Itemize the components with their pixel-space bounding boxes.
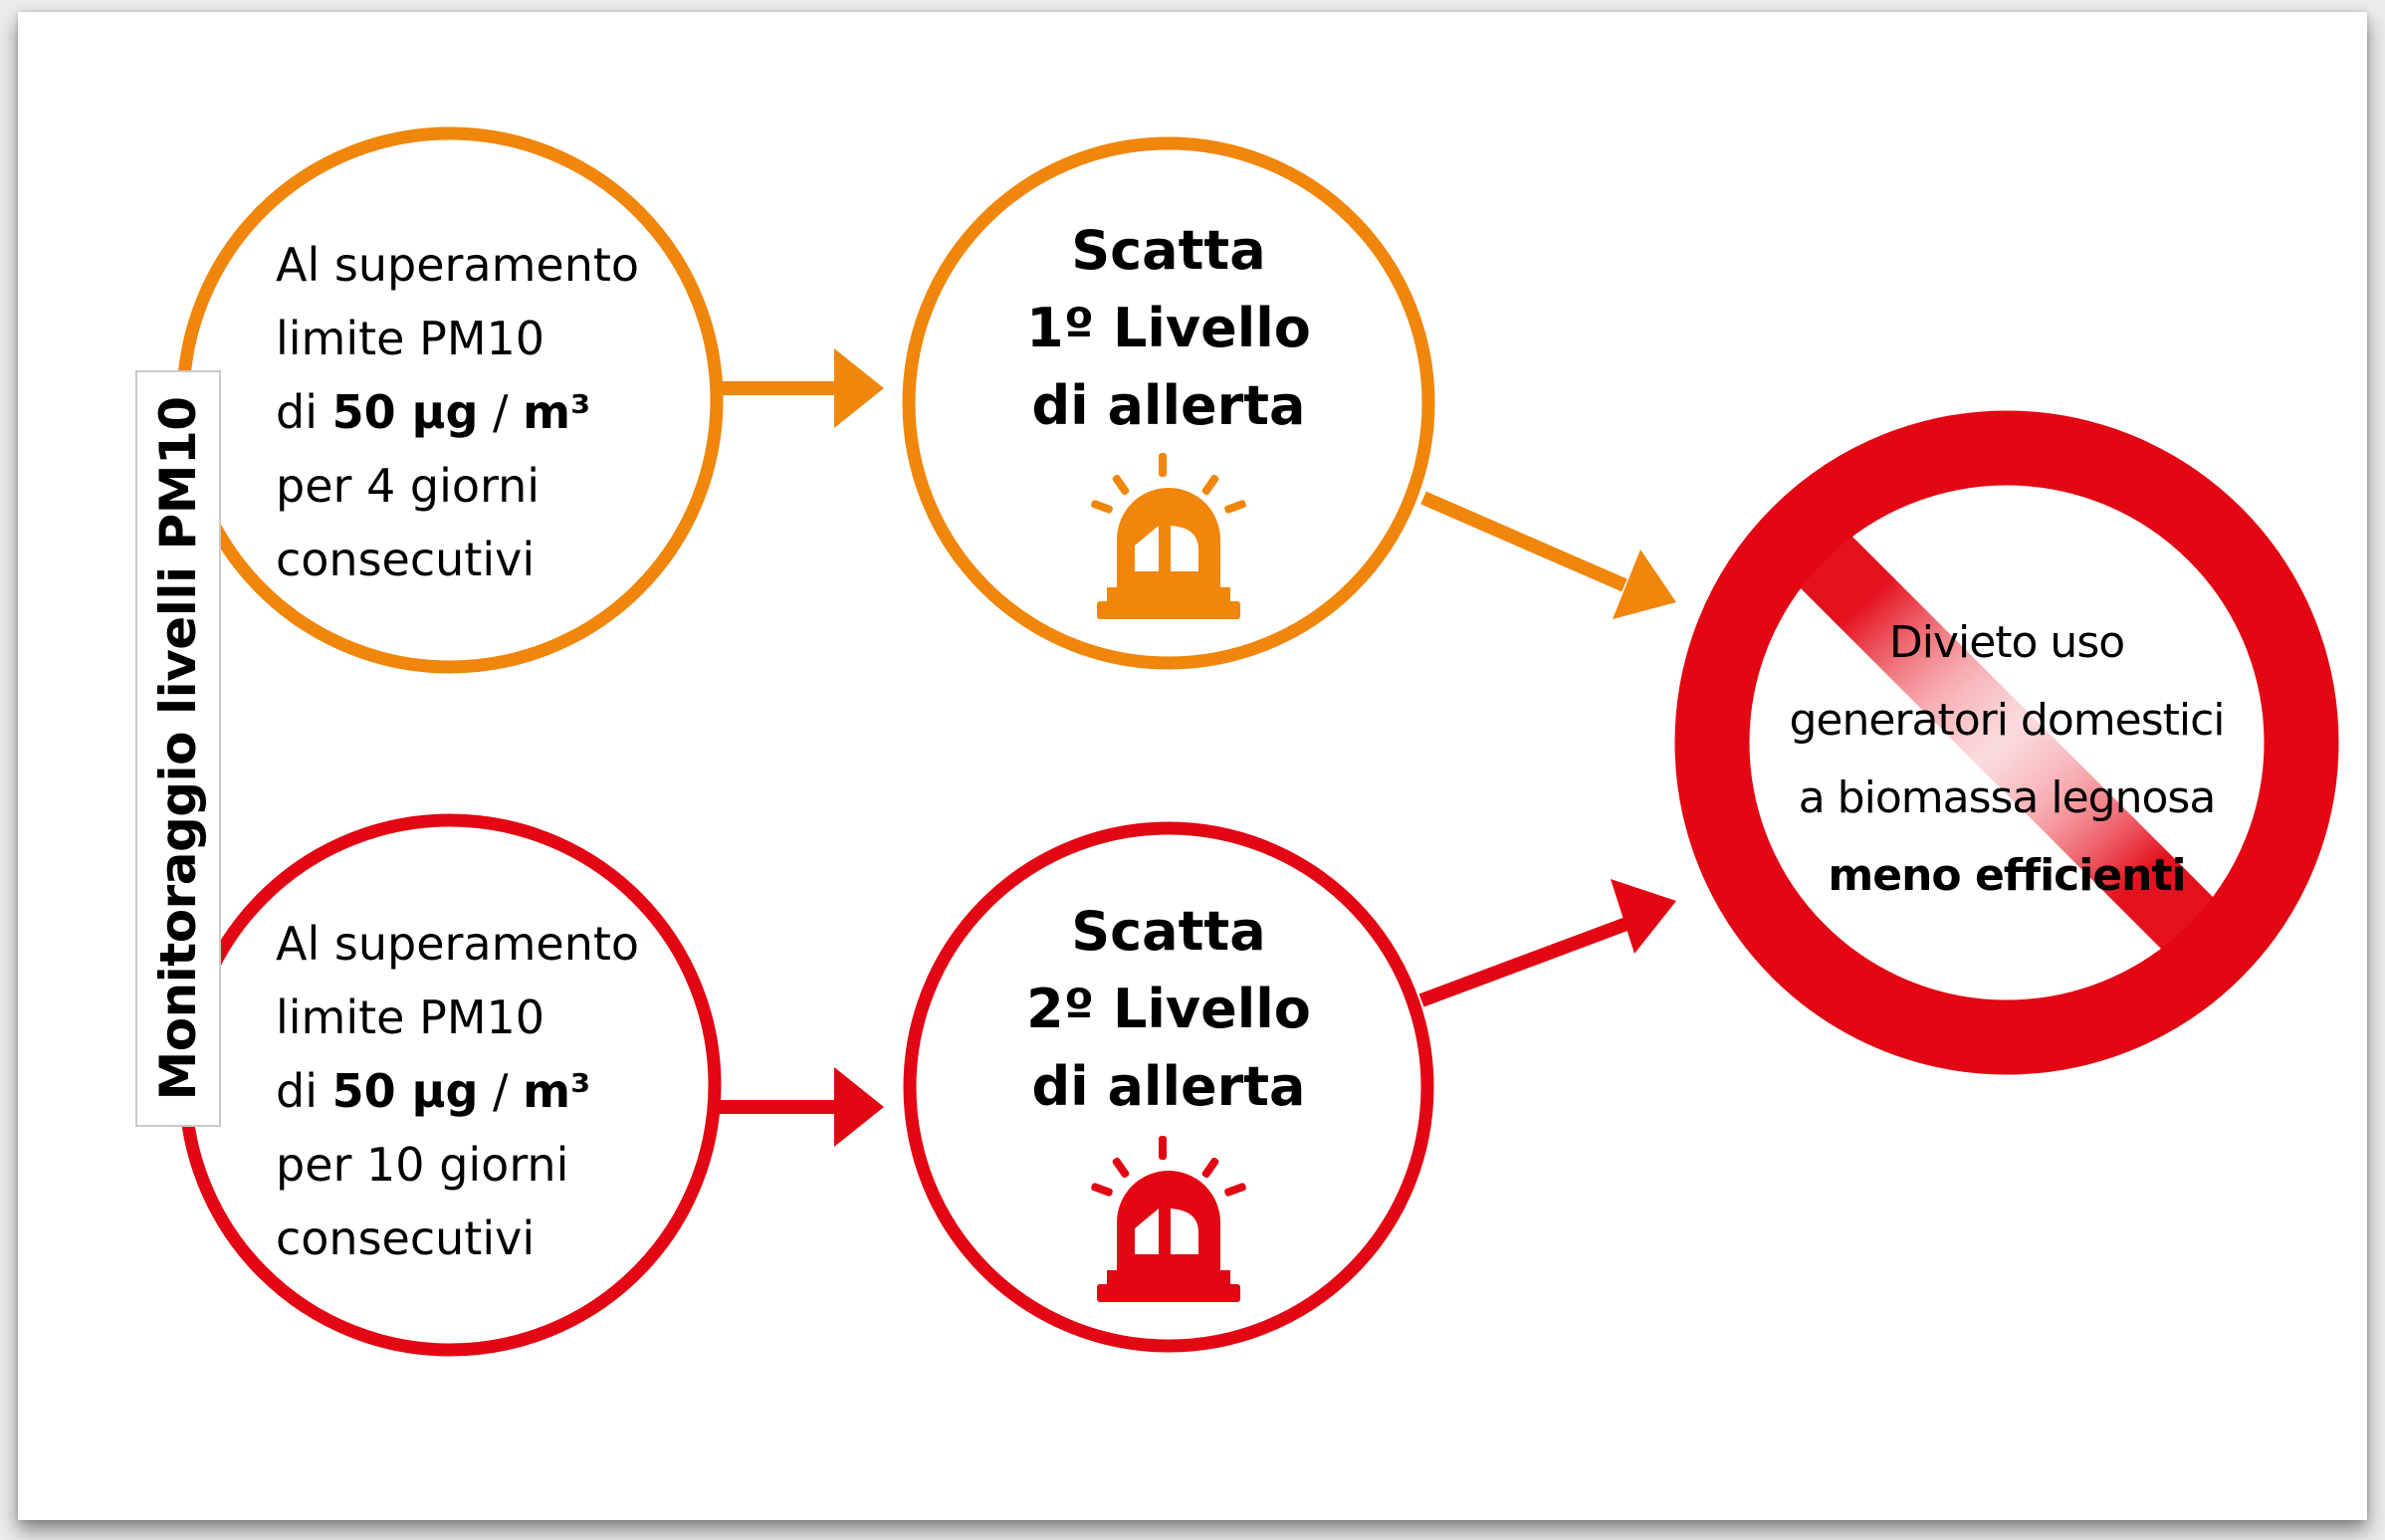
- condition2-threshold: di 50 µg / m³: [276, 1064, 590, 1118]
- alert1-line2: 1º Livello: [1026, 297, 1311, 359]
- alert2-circle: [903, 821, 1434, 1353]
- alert1-line3: di allerta: [1032, 374, 1306, 437]
- alert1-line1: Scatta: [1071, 219, 1265, 282]
- ban-line4: meno efficienti: [1828, 850, 2185, 901]
- ban-slash: [1792, 528, 2220, 956]
- condition1-line1: Al superamento: [276, 238, 639, 292]
- condition2-line4: per 10 giorni: [276, 1138, 568, 1192]
- condition1-line5: consecutivi: [276, 533, 535, 586]
- no-entry-sign: [1674, 410, 2339, 1075]
- arrow-condition1-to-alert1: [717, 348, 884, 428]
- condition2-line5: consecutivi: [276, 1211, 535, 1265]
- condition1-threshold: di 50 µg / m³: [276, 385, 590, 439]
- arrow-alert1-to-ban: [1420, 491, 1676, 619]
- alert1-circle: [902, 136, 1435, 670]
- siren-icon: [1091, 1136, 1246, 1302]
- alert2-line3: di allerta: [1032, 1055, 1306, 1118]
- condition1-line4: per 4 giorni: [276, 459, 540, 513]
- arrow-condition2-to-alert2: [715, 1067, 884, 1147]
- ban-line2: generatori domestici: [1789, 695, 2224, 746]
- ban-line1: Divieto uso: [1889, 617, 2124, 668]
- side-label-title: Monitoraggio livelli PM10: [149, 396, 207, 1101]
- alert2-line1: Scatta: [1071, 900, 1265, 963]
- alert2-line2: 2º Livello: [1026, 978, 1311, 1040]
- arrow-alert2-to-ban: [1418, 879, 1676, 1007]
- siren-icon: [1091, 453, 1246, 619]
- condition2-line2: limite PM10: [276, 990, 544, 1044]
- condition1-line2: limite PM10: [276, 312, 544, 365]
- side-label-box: [135, 370, 221, 1127]
- condition2-line1: Al superamento: [276, 917, 639, 971]
- ban-line3: a biomassa legnosa: [1799, 772, 2216, 823]
